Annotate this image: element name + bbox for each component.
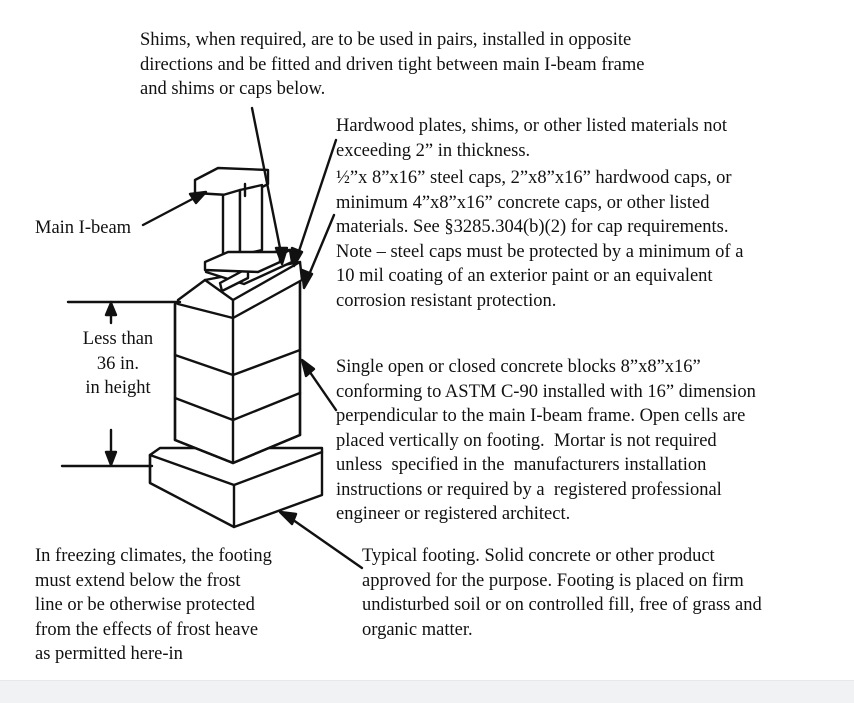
- concrete-block-stack: [173, 273, 302, 465]
- caps-note: ½”x 8”x16” steel caps, 2”x8”x16” hardwoo…: [336, 168, 744, 311]
- shims-note: Shims, when required, are to be used in …: [140, 30, 645, 99]
- main-i-beam: [193, 166, 282, 274]
- footing-note: Typical footing. Solid concrete or other…: [362, 546, 762, 640]
- leader-main-ibeam: [141, 190, 208, 227]
- height-dimension: [60, 300, 182, 468]
- blocks-note: Single open or closed concrete blocks 8”…: [336, 357, 756, 524]
- leader-caps: [300, 213, 336, 290]
- leader-footing: [278, 510, 364, 570]
- freezing-note: In freezing climates, the footing must e…: [35, 546, 272, 664]
- leader-blocks: [300, 358, 338, 412]
- height-label: Less than 36 in. in height: [82, 329, 154, 398]
- pier-illustration: [60, 106, 364, 570]
- leader-shims: [250, 106, 289, 266]
- hardwood-note: Hardwood plates, shims, or other listed …: [336, 116, 727, 161]
- footing-slab: [148, 446, 324, 529]
- viewer-bottom-strip: [0, 680, 854, 703]
- main-ibeam-label: Main I-beam: [35, 218, 132, 238]
- leader-hardwood: [290, 138, 338, 268]
